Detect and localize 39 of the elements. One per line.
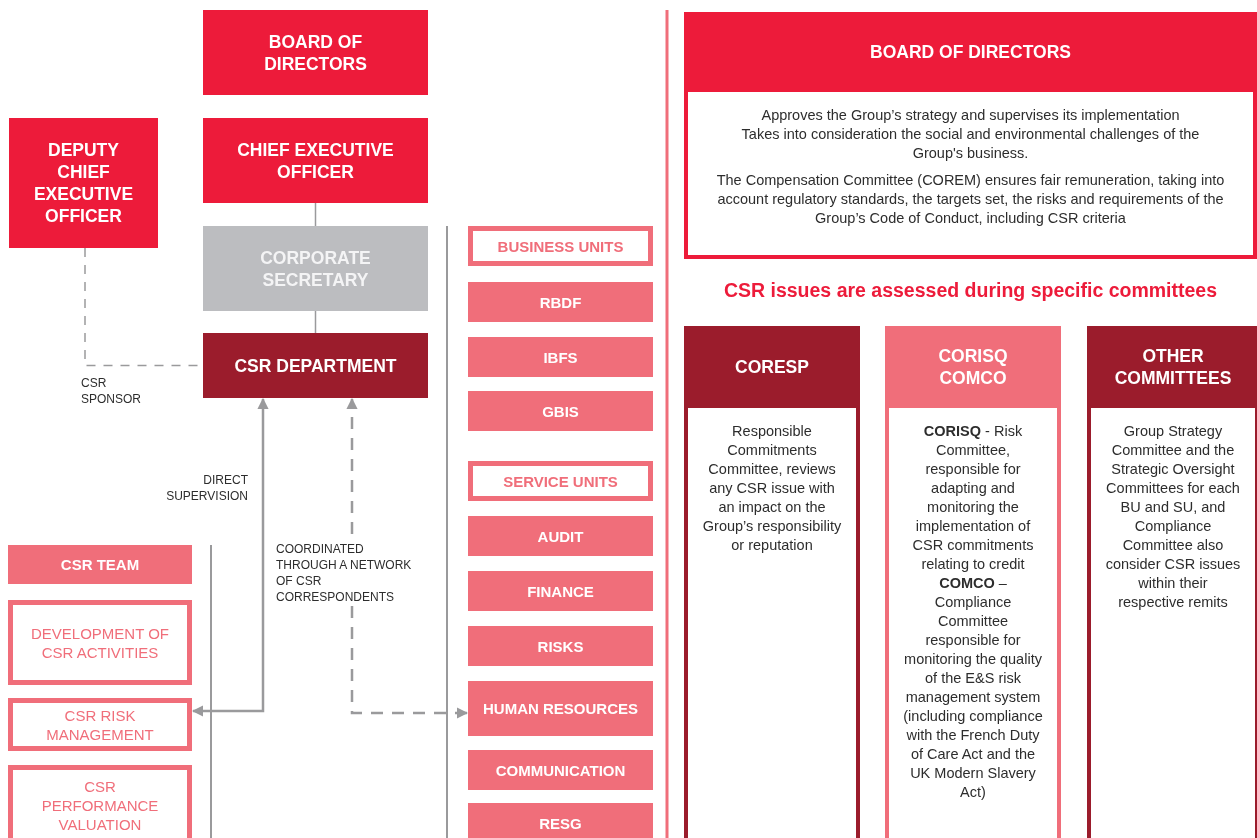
org-box: DEPUTY CHIEF EXECUTIVE OFFICER	[9, 118, 158, 248]
card-title: CORISQ COMCO	[937, 345, 1009, 389]
committee-card	[684, 326, 860, 838]
card-text: Group Strategy Committee and the Strategic Oversight Committees for each BU and SU, and Compliance Committee also consider CSR issues within their respective remits	[1104, 422, 1242, 612]
arrow	[191, 397, 269, 717]
org-box: CHIEF EXECUTIVE OFFICER	[203, 118, 428, 203]
card-text: The Compensation Committee (COREM) ensures fair remuneration, taking into account regulatory standards, the targets set, the risks and requirements of the Group’s Code of Conduct, including CSR criteria	[715, 171, 1226, 228]
group-heading-box: BUSINESS UNITS	[468, 226, 653, 266]
team-box: CSR PERFORMANCE VALUATION	[8, 765, 192, 838]
group-heading-box: SERVICE UNITS	[468, 461, 653, 501]
card-title: BOARD OF DIRECTORS	[870, 41, 1071, 63]
team-box: DEVELOPMENT OF CSR ACTIVITIES	[8, 600, 192, 685]
connector-line	[314, 310, 317, 334]
unit-box: COMMUNICATION	[468, 750, 653, 790]
unit-box: GBIS	[468, 391, 653, 431]
team-box: CSR RISK MANAGEMENT	[8, 698, 192, 751]
unit-box: HUMAN RESOURCES	[468, 681, 653, 736]
unit-box: RESG	[468, 803, 653, 838]
card-title: OTHER COMMITTEES	[1114, 345, 1232, 389]
card-text: Approves the Group’s strategy and supervises its implementation	[760, 106, 1181, 125]
card-text: Takes into consideration the social and environmental challenges of the Group's business.	[740, 125, 1201, 163]
committee-card	[684, 12, 1257, 259]
unit-box: RISKS	[468, 626, 653, 666]
card-title: CORESP	[735, 356, 809, 378]
unit-box: FINANCE	[468, 571, 653, 611]
section-heading: CSR issues are assessed during specific committees	[722, 278, 1219, 302]
unit-box: IBFS	[468, 337, 653, 377]
connector-line	[314, 202, 317, 227]
committee-card	[1087, 326, 1257, 838]
card-text: Responsible Commitments Committee, reviews any CSR issue with an impact on the Group’s responsibility or reputation	[701, 422, 843, 555]
committee-card	[885, 326, 1061, 838]
card-text: CORISQ - Risk Committee, responsible for adapting and monitoring the implementation of CSR commitments relating to credit	[911, 422, 1035, 574]
card-text: COMCO – Compliance Committee responsible for monitoring the quality of the E&S risk management system (including compliance with the French Duty of Care Act and the UK Modern Slavery Act)	[902, 574, 1044, 802]
org-box: BOARD OF DIRECTORS	[203, 10, 428, 95]
unit-box: RBDF	[468, 282, 653, 322]
unit-box: CSR TEAM	[8, 545, 192, 584]
org-box: CSR DEPARTMENT	[203, 333, 428, 398]
unit-box: AUDIT	[468, 516, 653, 556]
org-box: CORPORATE SECRETARY	[203, 226, 428, 311]
